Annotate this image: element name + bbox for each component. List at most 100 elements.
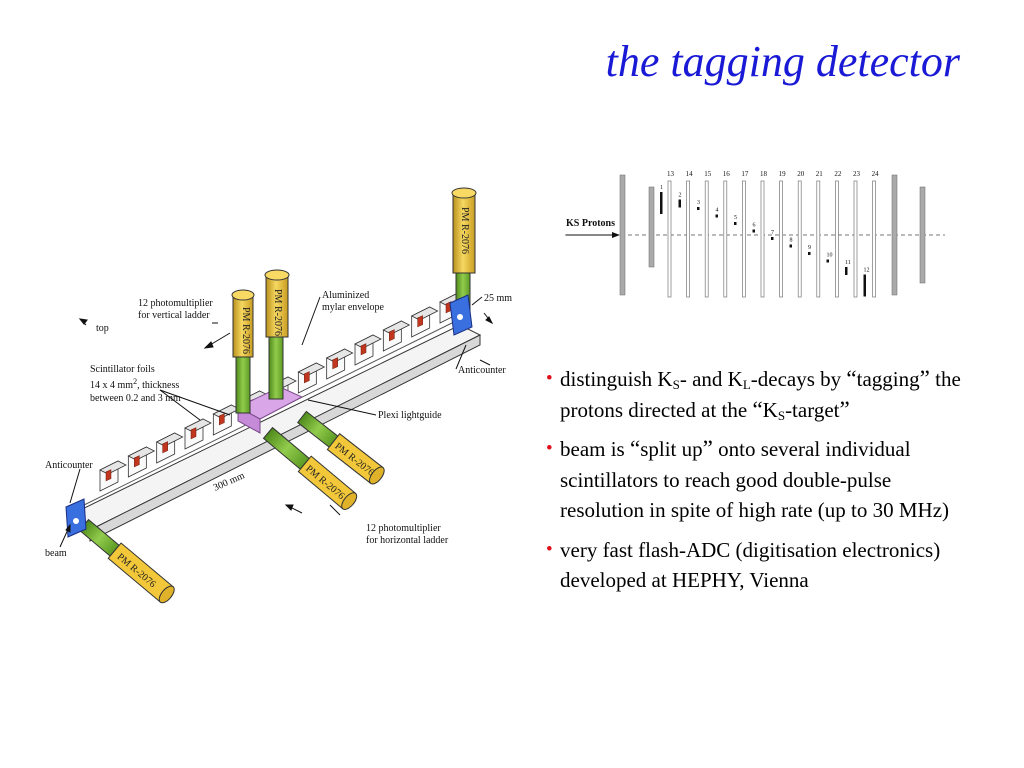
scintillator-holder [184, 418, 212, 450]
label-vertical-line2: for vertical ladder [138, 310, 210, 321]
ladder-top-number: 18 [760, 170, 768, 178]
ladder-strip [667, 180, 672, 298]
ladder-top-number: 16 [723, 170, 731, 178]
ladder-strip [797, 180, 802, 298]
ladder-top-number: 21 [816, 170, 824, 178]
page-title: the tagging detector [605, 37, 960, 86]
bullet-list: • distinguish KS- and KL-decays by “tagg… [546, 364, 976, 605]
scintillator-holder [212, 404, 241, 436]
scintillator-holder [99, 460, 127, 492]
frame-right [891, 174, 898, 296]
label-scint-line2: 14 x 4 mm2, thickness [90, 377, 179, 391]
scintillator-holder [325, 348, 354, 380]
ladder-top-number: 20 [797, 170, 805, 178]
ladder-strip [686, 180, 690, 298]
anticounter-right [449, 294, 473, 336]
ladder-strip [760, 180, 765, 298]
ladder-inner-number: 1 [660, 185, 663, 191]
label-horizontal-line2: for horizontal ladder [366, 535, 449, 546]
label-plexi: Plexi lightguide [378, 410, 442, 421]
ladder-scintillator [678, 199, 681, 208]
label-25mm: 25 mm [484, 293, 512, 304]
pm-vertical-3: PM R-2076 [451, 187, 477, 312]
ladder-bars: 13 1 14 2 15 3 16 4 17 5 18 6 19 7 20 8 21 9 22 10 23 11 24 12 [660, 170, 880, 298]
ladder-top-number: 24 [872, 170, 880, 178]
detector-drawing: PM R-2076 PM R-2076 PM R-2076 PM R-2076 … [45, 187, 512, 604]
ladder-inner-number: 6 [753, 223, 756, 229]
ladder-strip [723, 180, 728, 298]
ladder-scintillator [808, 252, 811, 255]
ladder-scintillator [697, 207, 700, 210]
ladder-top-number: 23 [853, 170, 861, 178]
label-anticounter-left: Anticounter [45, 460, 93, 471]
scintillator-holder [354, 334, 382, 366]
ladder-inner-number: 8 [790, 238, 793, 244]
scintillator-holder [382, 320, 411, 352]
ladder-inner-number: 3 [697, 200, 700, 206]
ladder-inner-number: 12 [864, 268, 870, 274]
ladder-scintillator [715, 214, 718, 218]
pm-label: PM R-2076 [272, 289, 283, 336]
ladder-scintillator [863, 274, 866, 297]
bullet-dot: • [546, 368, 553, 389]
label-aluminized-line2: mylar envelope [322, 302, 384, 313]
label-horizontal-line1: 12 photomultiplier [366, 523, 441, 534]
ks-arrow-head [612, 232, 620, 238]
ladder-inner-number: 4 [716, 208, 719, 214]
ladder-top-number: 14 [686, 170, 694, 178]
ladder-scintillator [660, 192, 663, 214]
ladder-top-number: 13 [667, 170, 675, 178]
label-scint-line3: between 0.2 and 3 mm [90, 393, 181, 404]
ladder-inner-number: 9 [808, 245, 811, 251]
pm-vertical-1: PM R-2076 [231, 289, 255, 414]
ladder-inner-number: 11 [845, 260, 851, 266]
scintillator-holder [297, 362, 326, 394]
ladder-scintillator [845, 267, 848, 275]
ladder-strip [742, 180, 746, 298]
pm-horizontal-3: PM R-2076 [78, 518, 175, 604]
ladder-strip [835, 180, 839, 298]
frame-left-inner [648, 186, 655, 268]
anticounter-left [65, 498, 87, 538]
ladder-strip [872, 180, 876, 298]
pm-vertical-2: PM R-2076 [264, 269, 290, 400]
ladder-strip [853, 180, 858, 298]
ladder-scintillator [734, 222, 737, 225]
ladder-top-number: 22 [834, 170, 842, 178]
frame-left [619, 174, 626, 296]
ladder-scintillator [771, 237, 774, 240]
ladder-inner-number: 5 [734, 215, 737, 221]
ladder-top-number: 15 [704, 170, 712, 178]
bullet-item-3: • very fast flash-ADC (digitisation elec… [546, 535, 976, 596]
label-beam: beam [45, 548, 67, 559]
ladder-inner-number: 10 [827, 253, 833, 259]
label-scint-line1: Scintillator foils [90, 364, 155, 375]
label-aluminized-line1: Aluminized [322, 290, 369, 301]
pm-label: PM R-2076 [459, 207, 470, 254]
ladder-inner-number: 7 [771, 230, 774, 236]
ladder-strip [779, 180, 783, 298]
scintillator-holder [127, 446, 156, 478]
bullet-item-1: • distinguish KS- and KL-decays by “tagg… [546, 366, 961, 423]
label-anticounter-right: Anticounter [458, 365, 506, 376]
scintillator-holder [410, 306, 439, 338]
bullet-dot: • [546, 538, 553, 560]
pm-label: PM R-2076 [240, 307, 251, 354]
ladder-scintillator [752, 229, 755, 233]
ladder-inner-number: 2 [679, 193, 682, 199]
ladder-schematic: KS Protons 13 1 14 2 15 3 16 4 17 5 18 6 19 7 20 8 21 9 22… [565, 170, 945, 298]
ladder-scintillator [826, 259, 829, 263]
ladder-strip [704, 180, 709, 298]
bullet-dot: • [546, 438, 553, 459]
ks-protons-label: KS Protons [566, 218, 615, 229]
scintillator-holder [155, 432, 184, 464]
ladder-top-number: 19 [779, 170, 787, 178]
ladder-scintillator [789, 244, 792, 248]
frame-right-inner [919, 186, 926, 284]
ladder-strip [816, 180, 821, 298]
label-vertical-line1: 12 photomultiplier [138, 298, 213, 309]
bullet-item-2: • beam is “split up” onto several indivi… [546, 436, 950, 522]
annotation-arrows [59, 296, 494, 548]
label-top: top [96, 323, 109, 334]
ladder-top-number: 17 [741, 170, 749, 178]
